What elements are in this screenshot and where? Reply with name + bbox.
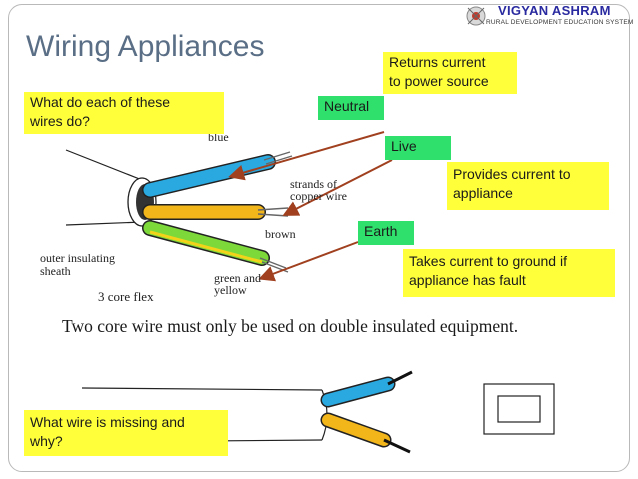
neutral-desc-line1: Returns current: [389, 54, 486, 70]
callout-neutral: Neutral: [318, 96, 384, 120]
two-core-wire-brown: [322, 414, 390, 446]
label-sheath-2: sheath: [40, 264, 71, 278]
callout-earth: Earth: [358, 221, 414, 245]
double-insulation-inner: [497, 395, 541, 423]
logo-name: VIGYAN ASHRAM: [498, 3, 611, 18]
two-core-strands-blue: [387, 370, 413, 386]
strands-blue: [263, 151, 293, 165]
question-wires-line2: wires do?: [30, 113, 90, 129]
wire-earth: [143, 221, 269, 265]
arrow-neutral: [228, 131, 385, 181]
label-green-2: yellow: [214, 283, 247, 297]
slide-frame: [8, 4, 630, 472]
earth-desc-line2: appliance has fault: [409, 272, 526, 288]
live-desc-line1: Provides current to: [453, 166, 571, 182]
callout-neutral-desc: Returns current to power source: [383, 52, 517, 94]
arrow-earth: [258, 241, 359, 282]
double-insulation-outer: [483, 383, 555, 435]
question-missing-line2: why?: [30, 433, 63, 449]
live-label: Live: [391, 138, 417, 154]
notice-text: Two core wire must only be used on doubl…: [62, 316, 519, 336]
two-core-wire-blue: [322, 378, 394, 406]
question-missing-line1: What wire is missing and: [30, 414, 185, 430]
neutral-label: Neutral: [324, 98, 370, 114]
neutral-desc-line2: to power source: [389, 73, 489, 89]
label-strands-1: strands of: [290, 177, 337, 191]
label-sheath-1: outer insulating: [40, 251, 115, 265]
earth-label: Earth: [364, 223, 398, 239]
live-desc-line2: appliance: [453, 185, 513, 201]
logo-subtitle: RURAL DEVELOPMENT EDUCATION SYSTEM: [486, 19, 634, 26]
wire-blue: [143, 155, 275, 197]
two-core-strands-brown: [383, 438, 411, 454]
vigyan-ashram-logo-icon: [466, 6, 486, 26]
page-title: Wiring Appliances: [26, 30, 265, 63]
wire-earth-stripe: [149, 230, 263, 264]
label-brown: brown: [265, 227, 296, 241]
callout-live: Live: [385, 136, 451, 160]
callout-earth-desc: Takes current to ground if appliance has…: [403, 249, 615, 297]
callout-question-missing: What wire is missing and why?: [24, 410, 228, 456]
arrow-live: [282, 159, 393, 216]
label-green-1: green and: [214, 271, 261, 285]
question-wires-line1: What do each of these: [30, 94, 171, 110]
label-flex: 3 core flex: [98, 289, 154, 304]
earth-desc-line1: Takes current to ground if: [409, 253, 567, 269]
callout-live-desc: Provides current to appliance: [447, 162, 609, 210]
callout-question-wires: What do each of these wires do?: [24, 92, 224, 134]
label-strands-2: copper wire: [290, 189, 347, 203]
